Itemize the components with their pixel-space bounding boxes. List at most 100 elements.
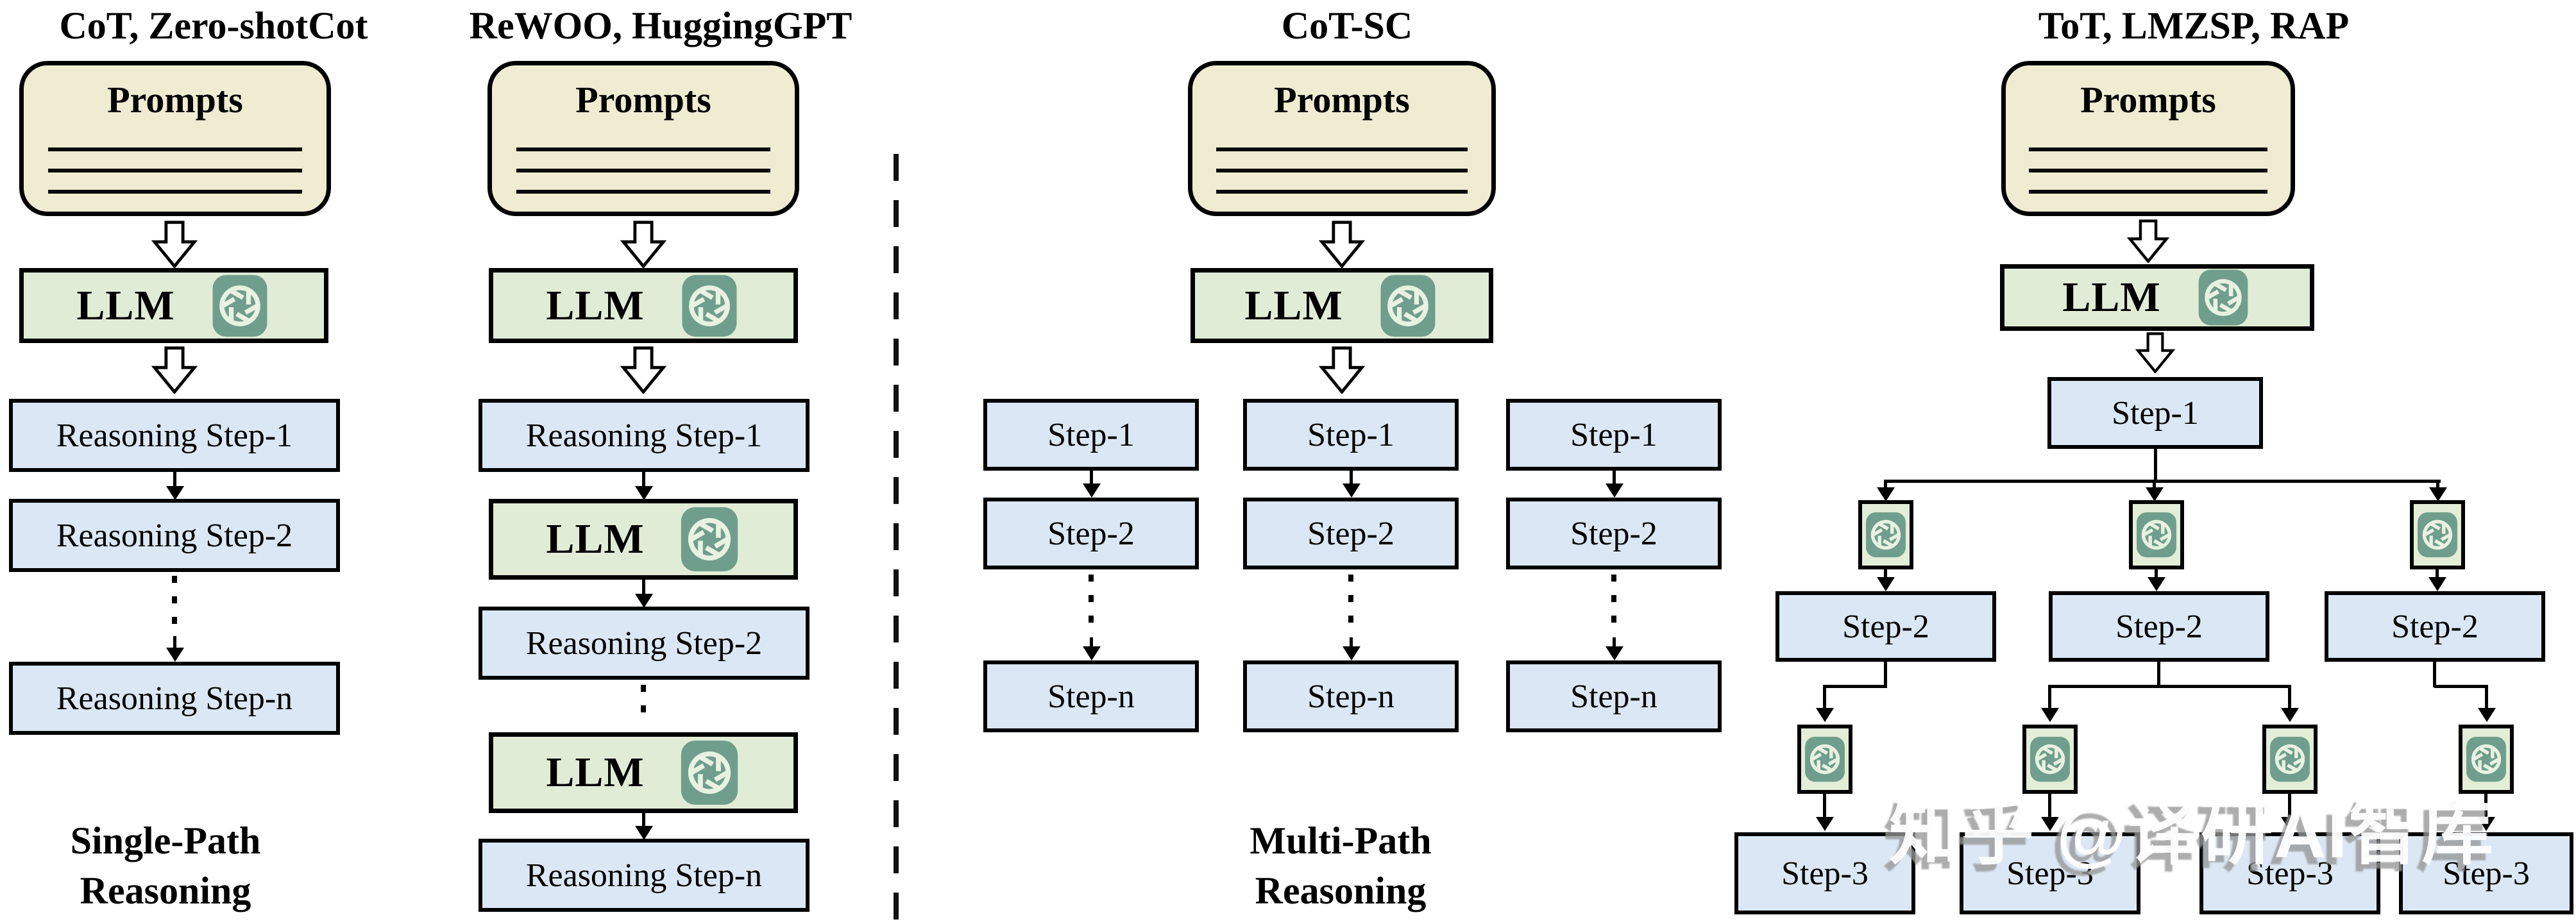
openai-logo-icon — [208, 273, 271, 339]
tot-step3: Step-3 — [2399, 832, 2573, 914]
arrow-down-icon — [2153, 480, 2156, 487]
arrow-down-icon — [642, 813, 645, 826]
arrow-down-icon — [2436, 480, 2439, 487]
prompt-line — [1216, 190, 1468, 194]
rewoo-llm-box-3: LLM — [489, 732, 798, 813]
tot-step2-left: Step-2 — [1775, 591, 1996, 662]
connector-line — [2154, 449, 2157, 481]
rewoo-step-2: Reasoning Step-2 — [479, 607, 809, 680]
cotsc-chain3-step2: Step-2 — [1506, 498, 1722, 569]
llm-label: LLM — [76, 281, 175, 329]
cotsc-title: CoT-SC — [1281, 4, 1413, 47]
prompt-line — [2028, 190, 2268, 194]
llm-label: LLM — [546, 281, 645, 329]
cot-step-n: Reasoning Step-n — [9, 662, 340, 735]
dotted-line — [1348, 575, 1353, 632]
tot-root-step: Step-1 — [2047, 377, 2263, 449]
arrow-down-icon — [2436, 569, 2439, 577]
arrow-down-icon — [173, 472, 176, 486]
arrow-down-icon — [1823, 794, 1826, 817]
openai-logo-icon — [1377, 273, 1439, 339]
arrow-down-icon — [1823, 685, 1826, 708]
cotsc-chain1-step1: Step-1 — [983, 399, 1199, 471]
arrow-down-icon — [2155, 569, 2158, 577]
prompt-line — [47, 169, 303, 172]
openai-logo-icon — [678, 273, 741, 339]
tot-llm-node — [2022, 725, 2078, 794]
cotsc-llm-box: LLM — [1191, 268, 1493, 343]
cotsc-chain2-step2: Step-2 — [1243, 498, 1459, 569]
dotted-line — [641, 685, 646, 726]
tot-llm-node — [2129, 500, 2184, 569]
dotted-line — [1089, 575, 1094, 632]
arrow-down-icon — [1613, 471, 1616, 483]
arrow-down-icon — [1613, 637, 1616, 646]
prompt-line — [2028, 169, 2268, 172]
connector-line — [2433, 662, 2436, 687]
tot-step3: Step-3 — [1960, 832, 2140, 914]
prompt-line — [516, 147, 771, 151]
block-arrow-down-icon — [1314, 346, 1370, 394]
llm-label: LLM — [546, 749, 645, 796]
section-divider — [894, 154, 899, 924]
cot-step-1: Reasoning Step-1 — [9, 399, 340, 472]
openai-logo-icon — [2194, 268, 2252, 327]
block-arrow-down-icon — [615, 346, 672, 394]
tot-step3: Step-3 — [2199, 832, 2380, 914]
dotted-line — [172, 576, 177, 630]
tot-step3: Step-3 — [1734, 832, 1915, 914]
openai-logo-icon — [678, 505, 741, 573]
block-arrow-down-icon — [146, 346, 203, 394]
openai-logo-icon — [1865, 507, 1907, 563]
prompt-line — [47, 147, 303, 151]
connector-line — [2157, 662, 2160, 687]
tot-llm-node — [1858, 500, 1913, 569]
prompt-line — [516, 169, 771, 172]
cotsc-chain1-step2: Step-2 — [983, 498, 1199, 569]
cotsc-chain3-step1: Step-1 — [1506, 399, 1722, 471]
tot-llm-box: LLM — [2000, 264, 2314, 331]
llm-label: LLM — [546, 516, 645, 562]
arrow-down-icon — [2484, 794, 2487, 817]
prompt-line — [516, 190, 771, 194]
tot-llm-node — [2262, 725, 2318, 794]
connector-line — [1884, 662, 1887, 687]
rewoo-step-1: Reasoning Step-1 — [479, 399, 809, 472]
block-arrow-down-icon — [2121, 219, 2175, 263]
prompt-line — [2028, 147, 2268, 151]
prompt-line — [1216, 147, 1468, 151]
llm-label: LLM — [2062, 274, 2161, 321]
arrow-down-icon — [2048, 794, 2051, 817]
arrow-down-icon — [1350, 471, 1353, 483]
caption-line: Reasoning — [1255, 869, 1427, 912]
arrow-down-icon — [2288, 685, 2291, 708]
cotsc-prompts-box: Prompts — [1188, 61, 1496, 216]
arrow-down-icon — [1884, 480, 1887, 487]
caption-line: Multi-Path — [1250, 819, 1432, 862]
tot-llm-node — [1797, 725, 1852, 794]
cotsc-chain2-stepn: Step-n — [1243, 660, 1459, 732]
tot-step2-right: Step-2 — [2325, 591, 2545, 662]
connector-line — [1885, 480, 2441, 483]
arrow-down-icon — [1350, 637, 1353, 646]
tot-step2-mid: Step-2 — [2049, 591, 2269, 662]
dotted-line — [1611, 575, 1616, 632]
llm-label: LLM — [1244, 281, 1343, 329]
block-arrow-down-icon — [615, 221, 672, 268]
arrow-down-icon — [1090, 471, 1093, 483]
openai-logo-icon — [678, 739, 741, 807]
arrow-down-icon — [1884, 569, 1887, 577]
tot-prompts-box: Prompts — [2001, 61, 2295, 216]
openai-logo-icon — [2135, 507, 2178, 563]
tot-llm-node — [2410, 500, 2465, 569]
cotsc-chain2-step1: Step-1 — [1243, 399, 1459, 471]
prompts-label: Prompts — [575, 79, 711, 121]
prompt-line — [47, 190, 303, 194]
openai-logo-icon — [1804, 731, 1846, 787]
openai-logo-icon — [2416, 507, 2459, 563]
cot-llm-box: LLM — [19, 268, 328, 343]
arrow-down-icon — [2288, 794, 2291, 817]
connector-line — [1824, 685, 1887, 688]
prompts-label: Prompts — [1274, 79, 1410, 121]
